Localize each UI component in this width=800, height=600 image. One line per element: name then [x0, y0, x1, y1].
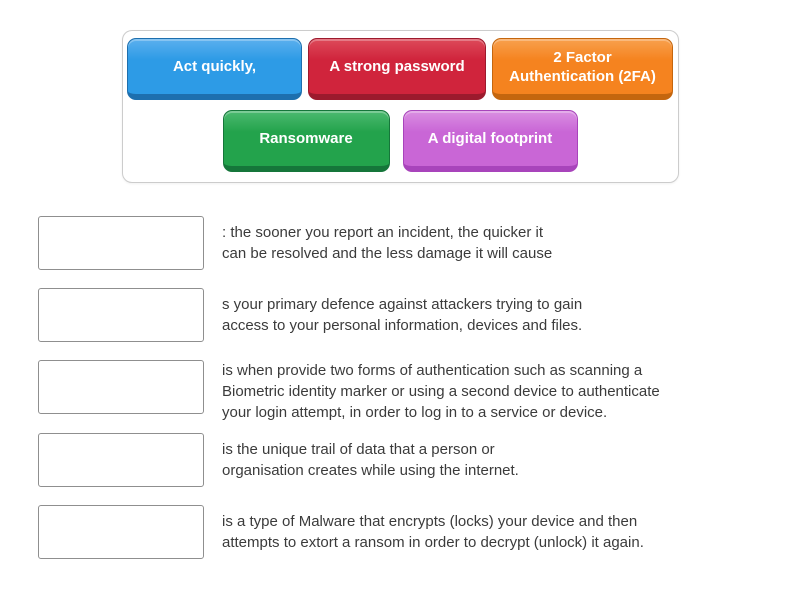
definition-text: : the sooner you report an incident, the…: [222, 224, 553, 262]
question-list: : the sooner you report an incident, the…: [38, 216, 800, 559]
word-tile-strong-password[interactable]: A strong password: [308, 38, 486, 100]
question-row: s your primary defence against attackers…: [38, 288, 800, 342]
question-row: is when provide two forms of authenticat…: [38, 360, 800, 423]
question-row: is the unique trail of data that a perso…: [38, 433, 800, 487]
definition-text: s your primary defence against attackers…: [222, 296, 583, 334]
answer-slot-5[interactable]: [38, 505, 204, 559]
word-bank-row-2: Ransomware A digital footprint: [123, 110, 678, 172]
word-tile-two-factor-auth[interactable]: 2 Factor Authentication (2FA): [492, 38, 673, 100]
question-row: : the sooner you report an incident, the…: [38, 216, 800, 270]
word-tile-ransomware[interactable]: Ransomware: [222, 110, 390, 172]
answer-slot-4[interactable]: [38, 433, 204, 487]
answer-slot-2[interactable]: [38, 288, 204, 342]
answer-slot-3[interactable]: [38, 360, 204, 414]
word-tile-act-quickly[interactable]: Act quickly,: [127, 38, 302, 100]
definition-text: is a type of Malware that encrypts (lock…: [222, 513, 644, 551]
definition-text: is when provide two forms of authenticat…: [222, 362, 660, 421]
definition-text: is the unique trail of data that a perso…: [222, 441, 519, 479]
question-row: is a type of Malware that encrypts (lock…: [38, 505, 800, 559]
answer-slot-1[interactable]: [38, 216, 204, 270]
word-bank-row-1: Act quickly, A strong password 2 Factor …: [123, 38, 678, 100]
word-bank: Act quickly, A strong password 2 Factor …: [121, 30, 679, 183]
word-tile-digital-footprint[interactable]: A digital footprint: [402, 110, 578, 172]
